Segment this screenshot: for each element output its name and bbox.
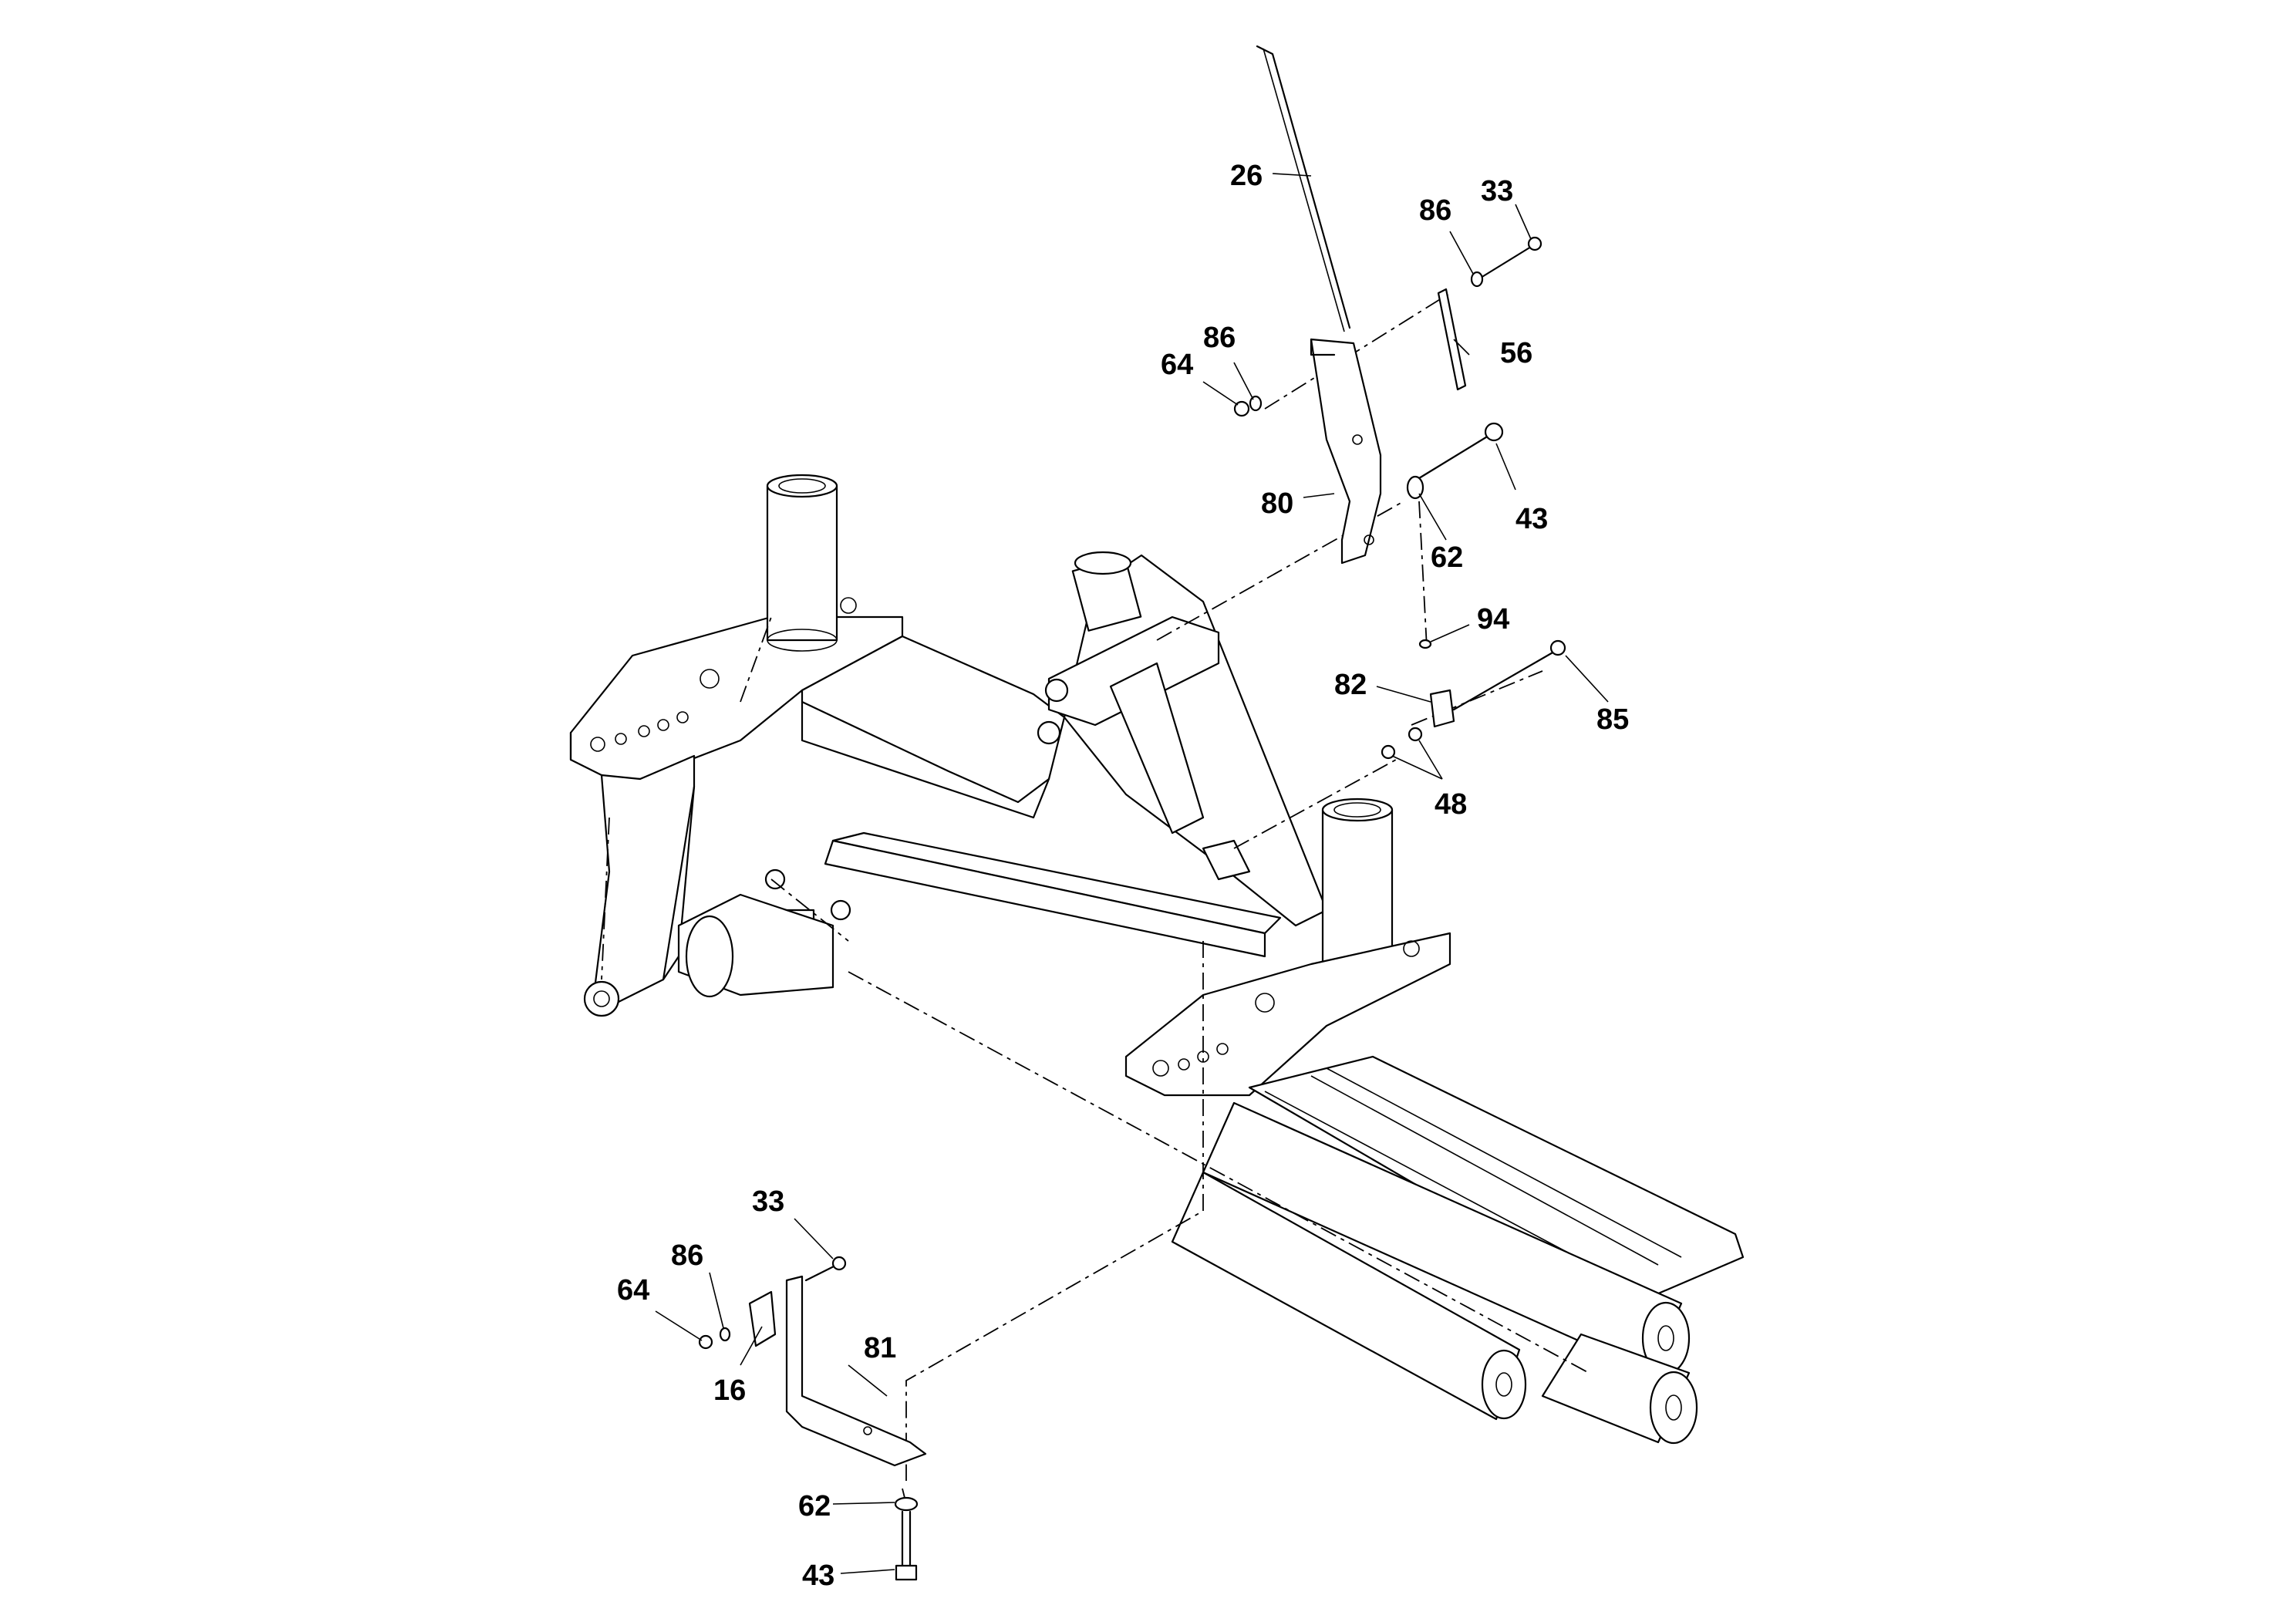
callout-33: 33 (1481, 175, 1513, 207)
callout-64: 64 (617, 1274, 649, 1307)
callout-81: 81 (864, 1332, 896, 1364)
callout-26: 26 (1230, 160, 1263, 192)
callout-64: 64 (1161, 349, 1193, 381)
callout-56: 56 (1500, 337, 1532, 369)
lever-assembly (1233, 45, 1566, 760)
callout-86: 86 (1419, 194, 1451, 227)
callout-leaders (655, 173, 1609, 1574)
callout-82: 82 (1334, 669, 1367, 701)
callout-43: 43 (1515, 503, 1548, 535)
callout-86: 86 (671, 1239, 703, 1272)
callout-43: 43 (802, 1560, 834, 1592)
callout-62: 62 (1431, 541, 1463, 574)
callout-86: 86 (1203, 322, 1236, 354)
rollers (1171, 1055, 1745, 1445)
callout-62: 62 (798, 1490, 831, 1523)
callout-94: 94 (1477, 603, 1509, 636)
callout-85: 85 (1596, 703, 1629, 736)
callout-labels: 26 86 33 86 64 56 80 43 62 94 82 85 48 3… (617, 160, 1629, 1592)
callout-33: 33 (752, 1185, 784, 1218)
callout-48: 48 (1435, 788, 1467, 821)
callout-80: 80 (1261, 487, 1293, 520)
main-frame (569, 474, 1451, 1097)
lower-bracket-assembly (698, 1256, 927, 1581)
callout-16: 16 (713, 1374, 746, 1407)
